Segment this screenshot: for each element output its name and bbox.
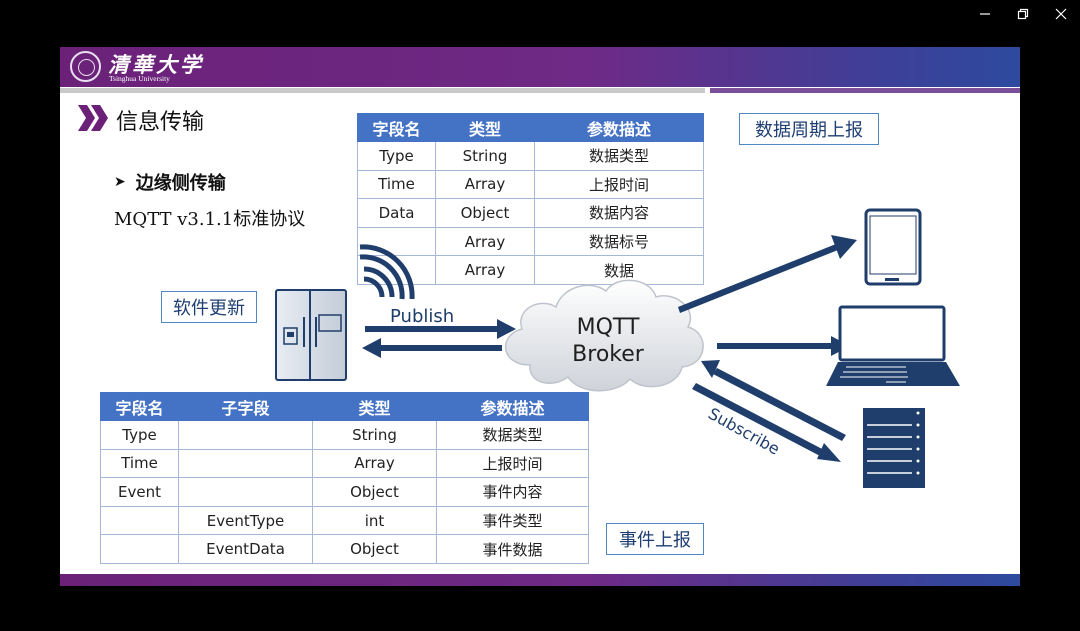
table-cell: 数据内容 (534, 198, 704, 228)
broker-label-line1: MQTT (577, 315, 640, 340)
server-icon (863, 408, 925, 488)
table-header: 类型 (435, 113, 535, 142)
table-row: Data Object 数据内容 (357, 198, 704, 228)
periodic-report-label: 数据周期上报 (739, 113, 879, 145)
section-title: 信息传输 (116, 110, 205, 135)
table-cell (100, 505, 179, 536)
table-cell: 数据标号 (534, 226, 704, 257)
table-cell: Object (312, 477, 437, 507)
slide: 清華大学 Tsinghua University 信息传输 ➤ 边缘侧传输 MQ… (60, 47, 1020, 586)
table-row: EventData Object 事件数据 (100, 534, 589, 564)
table-row: Time Array 上报时间 (100, 448, 589, 479)
table-row: Event Object 事件内容 (100, 477, 589, 507)
table-cell: 数据类型 (534, 141, 704, 171)
header-banner: 清華大学 Tsinghua University (60, 47, 1020, 87)
table-cell: 数据类型 (436, 420, 589, 450)
divider-stripe-gray (60, 88, 705, 93)
table-cell: 事件内容 (436, 477, 589, 507)
table-cell (178, 420, 313, 450)
table-cell: 事件类型 (436, 505, 589, 536)
table-header: 参数描述 (436, 392, 589, 421)
restore-icon[interactable] (1004, 0, 1042, 28)
table-cell: Array (435, 255, 535, 285)
table-header: 子字段 (178, 392, 313, 421)
table-cell: Event (100, 477, 179, 507)
periodic-report-table: 字段名 类型 参数描述 Type String 数据类型 Time Array … (357, 113, 704, 285)
close-icon[interactable] (1042, 0, 1080, 28)
bullet-item: ➤ 边缘侧传输 (114, 169, 226, 195)
table-cell: String (435, 141, 535, 171)
tablet-icon (864, 208, 922, 286)
table-cell: String (312, 420, 437, 450)
bullet-text: 边缘侧传输 (135, 173, 226, 194)
divider-stripe-purple (710, 88, 1020, 93)
table-header: 字段名 (357, 113, 436, 142)
protocol-text: MQTT v3.1.1标准协议 (114, 209, 306, 230)
table-header: 类型 (312, 392, 437, 421)
table-cell: Time (100, 448, 179, 479)
table-row: Type String 数据类型 (100, 420, 589, 450)
publish-label: Publish (390, 306, 454, 327)
bullet-arrow-icon: ➤ (114, 174, 126, 190)
table-cell: 事件数据 (436, 534, 589, 564)
table-row: Type String 数据类型 (357, 141, 704, 171)
cloud-icon (505, 279, 704, 392)
table-cell: Time (357, 169, 436, 200)
refrigerator-icon (275, 289, 347, 381)
table-cell (100, 534, 179, 564)
table-cell: Object (312, 534, 437, 564)
minimize-icon[interactable] (966, 0, 1004, 28)
table-header: 字段名 (100, 392, 179, 421)
table-cell: Type (357, 141, 436, 171)
table-cell: 数据 (534, 255, 704, 285)
table-cell: 上报时间 (436, 448, 589, 479)
table-cell (178, 448, 313, 479)
table-header: 参数描述 (534, 113, 704, 142)
double-chevron-icon (78, 105, 108, 131)
table-row: Array 数据标号 (357, 226, 704, 257)
footer-banner (60, 574, 1020, 586)
table-cell (357, 226, 436, 257)
table-row: Time Array 上报时间 (357, 169, 704, 200)
table-cell: Data (357, 198, 436, 228)
laptop-icon (826, 305, 960, 386)
logo-cn: 清華大学 (108, 52, 204, 77)
table-cell: EventData (178, 534, 313, 564)
table-cell: Array (435, 226, 535, 257)
table-row: Array 数据 (357, 255, 704, 285)
table-cell: Object (435, 198, 535, 228)
event-report-table: 字段名 子字段 类型 参数描述 Type String 数据类型 Time Ar… (100, 392, 589, 564)
subscribe-label: Subscribe (705, 404, 783, 459)
arrow-to-tablet (678, 235, 857, 313)
event-report-label: 事件上报 (606, 523, 704, 555)
table-cell: Array (435, 169, 535, 200)
logo-en: Tsinghua University (109, 74, 170, 83)
software-update-label: 软件更新 (161, 291, 257, 323)
table-cell: Array (312, 448, 437, 479)
table-cell: EventType (178, 505, 313, 536)
window-controls (966, 0, 1080, 28)
table-cell (357, 255, 436, 285)
table-row: EventType int 事件类型 (100, 505, 589, 536)
table-cell: Type (100, 420, 179, 450)
broker-label-line2: Broker (572, 342, 645, 367)
table-cell: 上报时间 (534, 169, 704, 200)
university-seal-icon (70, 51, 101, 82)
arrow-to-laptop (717, 336, 850, 356)
response-arrow (362, 338, 502, 358)
table-cell (178, 477, 313, 507)
table-cell: int (312, 505, 437, 536)
publish-arrow (365, 319, 516, 339)
subscribe-arrows (692, 360, 846, 462)
